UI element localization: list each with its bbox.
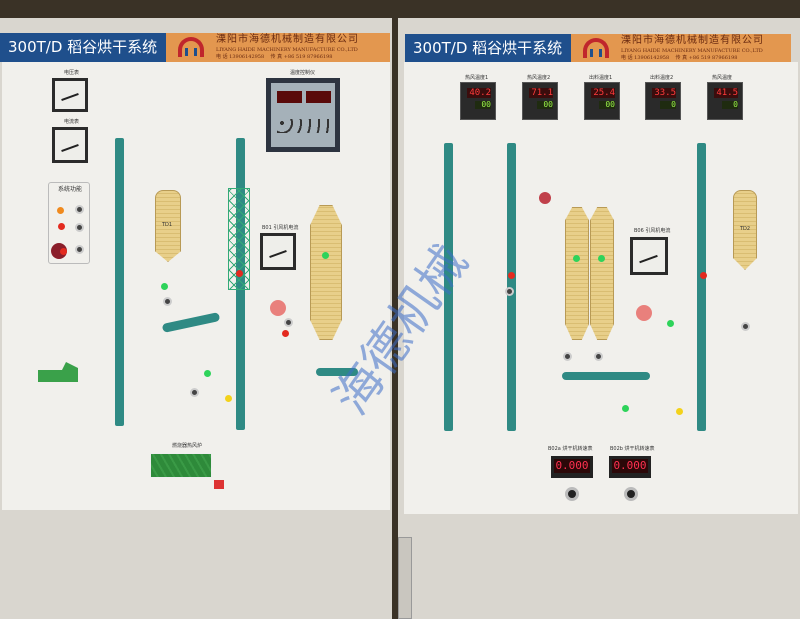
temperature-controller (266, 78, 340, 152)
right-title: 300T/D 稻谷烘干系统 (405, 34, 571, 62)
right-company-banner: 溧阳市海德机械制造有限公司 LIYANG HAIDE MACHINERY MAN… (571, 34, 791, 62)
hopper-label: TD2 (740, 226, 751, 232)
burner-icon (214, 480, 224, 489)
indicator-light (57, 207, 64, 214)
selector-switch[interactable] (75, 205, 84, 214)
ammeter-label: 电流表 (64, 119, 80, 125)
selector-switch[interactable] (741, 322, 750, 331)
emergency-stop-button[interactable] (51, 243, 67, 259)
temp-value: 25.4 (591, 88, 615, 98)
temp-controller: 33.5 0 (645, 82, 681, 120)
hopper-label: TD1 (162, 222, 173, 228)
temp-controller: 25.4 00 (584, 82, 620, 120)
temp-setpoint: 00 (537, 101, 553, 109)
indicator-light (60, 248, 67, 255)
temp-value: 40.2 (467, 88, 491, 98)
left-title: 300T/D 稻谷烘干系统 (0, 33, 166, 62)
left-company-banner: 溧阳市海德机械制造有限公司 LIYANG HAIDE MACHINERY MAN… (166, 33, 390, 62)
speed-display: 0.000 (609, 456, 651, 478)
temp-setpoint: 0 (722, 101, 738, 109)
fan-ammeter (630, 237, 668, 275)
company-name-en: LIYANG HAIDE MACHINERY MANUFACTURE CO.,L… (216, 47, 358, 53)
indicator-light (282, 330, 289, 337)
selector-switch[interactable] (75, 245, 84, 254)
fan-ammeter (260, 233, 296, 270)
temp-value: 33.5 (652, 88, 676, 98)
indicator-light (676, 408, 683, 415)
speed-knob[interactable] (624, 487, 638, 501)
fan-icon (636, 305, 652, 321)
indicator-light (573, 255, 580, 262)
indicator-light (622, 405, 629, 412)
selector-switch[interactable] (594, 352, 603, 361)
selector-switch[interactable] (163, 297, 172, 306)
lattice-tower (228, 188, 250, 290)
ammeter (52, 127, 88, 163)
counter-label: B02b 烘干机转速表 (610, 446, 655, 452)
company-name: 溧阳市海德机械制造有限公司 (621, 35, 764, 46)
company-logo-icon (178, 37, 204, 57)
temp-setpoint: 0 (660, 101, 676, 109)
indicator-light (225, 395, 232, 402)
indicator-light (236, 270, 243, 277)
temp-controller: 41.5 0 (707, 82, 743, 120)
counter-label: B02a 烘干机转速表 (548, 446, 593, 452)
bucket-elevator (697, 143, 706, 431)
temp-controller: 40.2 00 (460, 82, 496, 120)
temp-label: 出料温度1 (589, 75, 613, 81)
temp-controller: 71.1 00 (522, 82, 558, 120)
emergency-stop-button[interactable] (539, 192, 551, 204)
cabinet-door-handle[interactable] (398, 537, 412, 619)
temp-value: 71.1 (529, 88, 553, 98)
indicator-light (204, 370, 211, 377)
company-logo-icon (583, 38, 609, 58)
dryer-tower (310, 205, 342, 340)
hopper-td1 (155, 190, 181, 262)
selector-switch[interactable] (75, 223, 84, 232)
contact: 电 话 13906142958 传 真 +86 519 87966198 (216, 54, 333, 60)
selector-switch[interactable] (284, 318, 293, 327)
selector-switch[interactable] (563, 352, 572, 361)
temp-label: 热风温度2 (527, 75, 551, 81)
selector-switch[interactable] (505, 287, 514, 296)
dryer-tower (565, 207, 589, 340)
dryer-tower (590, 207, 614, 340)
temp-setpoint: 00 (599, 101, 615, 109)
speed-display: 0.000 (551, 456, 593, 478)
conveyor-belt (562, 372, 650, 380)
hopper-td2 (733, 190, 757, 270)
temp-label: 热风温度 (712, 75, 733, 81)
indicator-light (598, 255, 605, 262)
indicator-light (508, 272, 515, 279)
system-function-box: 系统功能 (48, 182, 90, 264)
voltmeter (52, 78, 88, 112)
bucket-elevator (115, 138, 124, 426)
bucket-elevator (444, 143, 453, 431)
fan-meter-label: B06 引风机电流 (634, 228, 671, 234)
company-name-en: LIYANG HAIDE MACHINERY MANUFACTURE CO.,L… (621, 48, 763, 54)
speed-knob[interactable] (565, 487, 579, 501)
controller-label: 温度控制仪 (290, 70, 316, 76)
indicator-light (161, 283, 168, 290)
furnace-label: 燃烧器热风炉 (172, 443, 203, 449)
temp-setpoint: 00 (475, 101, 491, 109)
hot-air-furnace (150, 453, 212, 478)
fan-icon (270, 300, 286, 316)
selector-switch[interactable] (190, 388, 199, 397)
voltmeter-label: 电压表 (64, 70, 80, 76)
indicator-light (667, 320, 674, 327)
conveyor-belt (316, 368, 358, 376)
temp-label: 热风温度1 (465, 75, 489, 81)
contact: 电 话 13906142958 传 真 +86 519 87966198 (621, 55, 738, 61)
temp-value: 41.5 (714, 88, 738, 98)
indicator-light (322, 252, 329, 259)
indicator-light (700, 272, 707, 279)
company-name: 溧阳市海德机械制造有限公司 (216, 34, 359, 45)
fan-meter-label: B01 引风机电流 (262, 225, 299, 231)
temp-label: 出料温度2 (650, 75, 674, 81)
indicator-light (58, 223, 65, 230)
